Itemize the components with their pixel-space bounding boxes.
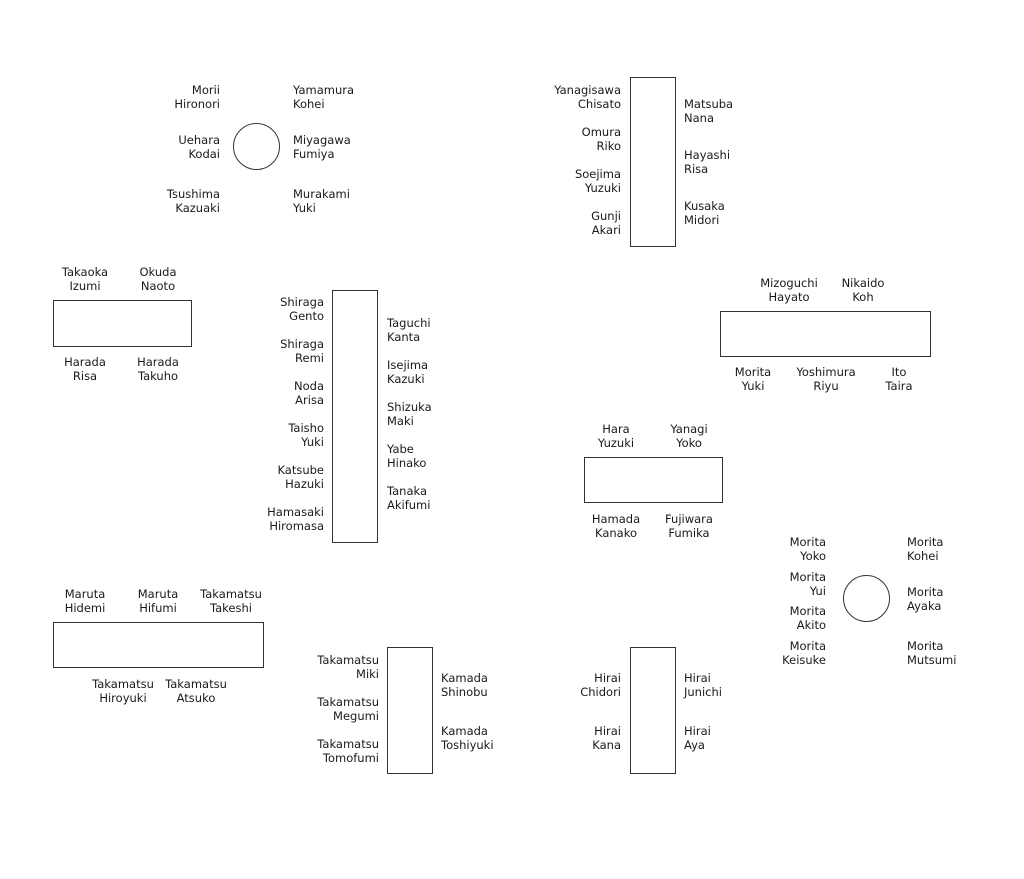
rect-table-4 xyxy=(332,290,378,543)
rect-table-5 xyxy=(720,311,931,357)
round-table-1 xyxy=(233,123,280,170)
rect-table-10 xyxy=(630,647,676,774)
rect-table-2 xyxy=(630,77,676,247)
rect-table-8 xyxy=(53,622,264,668)
rect-table-9 xyxy=(387,647,433,774)
rect-table-6 xyxy=(584,457,723,503)
rect-table-3 xyxy=(53,300,192,347)
round-table-7 xyxy=(843,575,890,622)
